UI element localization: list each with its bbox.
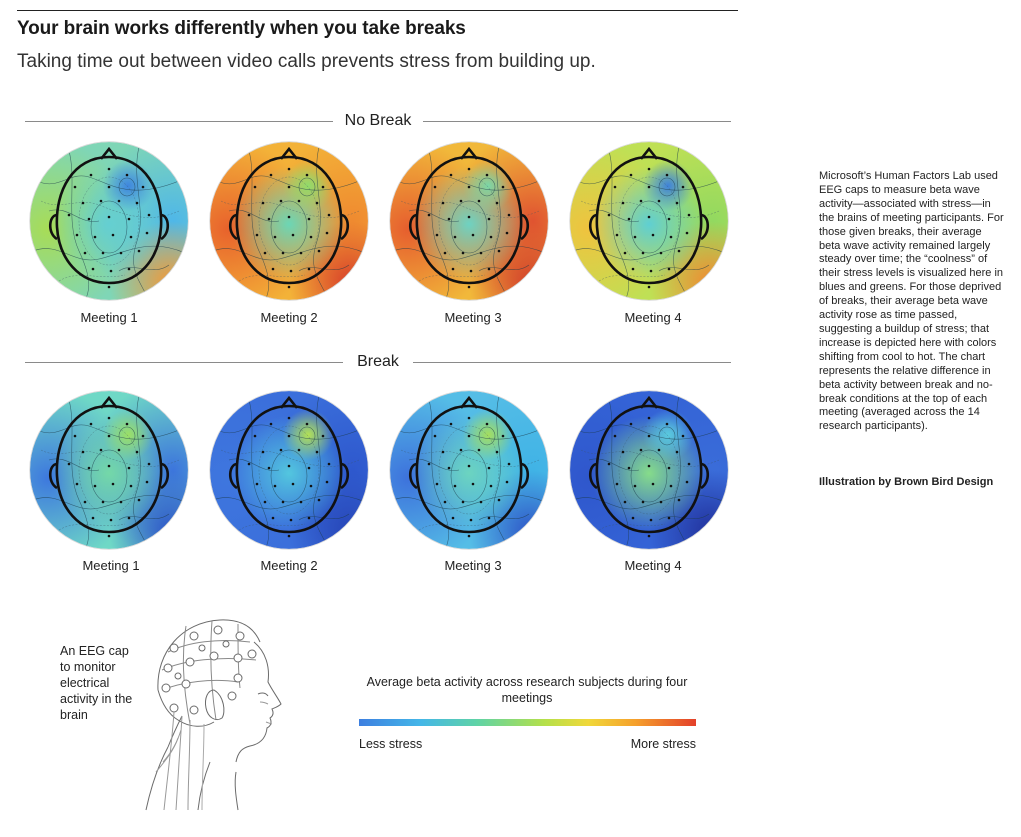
brain-map-nobreak-3 <box>389 141 549 301</box>
section-rule-right <box>423 121 731 122</box>
top-rule <box>17 10 738 11</box>
meeting-label: Meeting 4 <box>624 558 682 573</box>
legend-title: Average beta activity across research su… <box>366 675 688 705</box>
meeting-label: Meeting 2 <box>260 310 318 325</box>
brain-map-nobreak-2 <box>209 141 369 301</box>
eeg-cap-illustration-icon <box>138 612 298 812</box>
brain-map-break-3 <box>389 390 549 550</box>
meeting-label: Meeting 3 <box>444 558 502 573</box>
section-label-break: Break <box>357 353 399 370</box>
brain-map-break-2 <box>209 390 369 550</box>
legend-high-label: More stress <box>630 737 696 751</box>
brain-map-nobreak-1 <box>29 141 189 301</box>
brain-map-break-1 <box>29 390 189 550</box>
eeg-cap-caption: An EEG cap to monitor electrical activit… <box>60 644 133 722</box>
legend-low-label: Less stress <box>359 737 423 751</box>
section-rule-right <box>413 362 731 363</box>
meeting-label: Meeting 2 <box>260 558 318 573</box>
page-title: Your brain works differently when you ta… <box>17 18 466 39</box>
page-subtitle: Taking time out between video calls prev… <box>17 51 596 72</box>
section-label-no-break: No Break <box>344 112 412 129</box>
meeting-label: Meeting 1 <box>80 310 138 325</box>
illustration-credit: Illustration by Brown Bird Design <box>819 476 994 488</box>
legend-color-bar <box>359 719 696 726</box>
section-rule-left <box>25 121 333 122</box>
section-rule-left <box>25 362 343 363</box>
brain-map-nobreak-4 <box>569 141 729 301</box>
brain-map-break-4 <box>569 390 729 550</box>
meeting-label: Meeting 3 <box>444 310 502 325</box>
meeting-label: Meeting 1 <box>82 558 140 573</box>
sidebar-description: Microsoft’s Human Factors Lab used EEG c… <box>819 170 1004 433</box>
meeting-label: Meeting 4 <box>624 310 682 325</box>
